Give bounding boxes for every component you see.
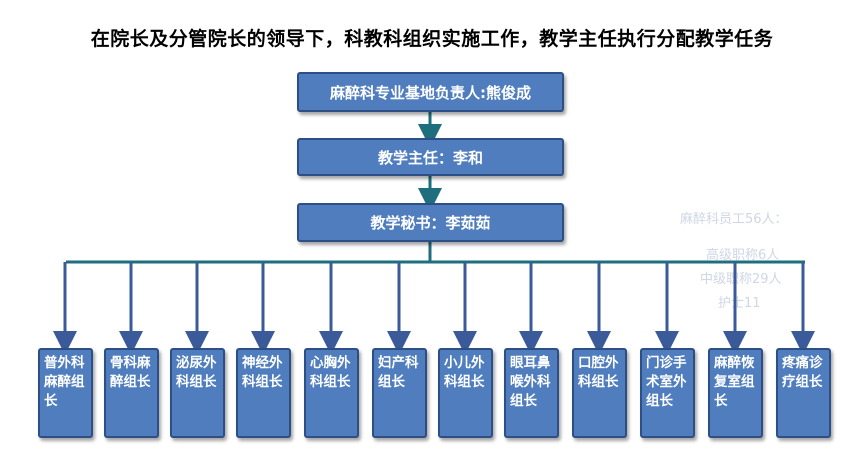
- staff-note-senior: 高级职称6人: [706, 248, 780, 263]
- group-leader-label: 口腔外科组长: [578, 355, 619, 390]
- node-teaching-director-label: 教学主任：李和: [377, 148, 483, 167]
- node-base-head-label: 麻醉科专业基地负责人:熊俊成: [330, 83, 531, 102]
- group-leader-label: 神经外科组长: [242, 355, 283, 390]
- group-leader-box: 麻醉恢复室组长: [708, 348, 763, 438]
- group-leader-label: 泌尿外科组长: [176, 355, 217, 390]
- group-leader-box: 眼耳鼻喉外科组长: [504, 348, 559, 438]
- group-leader-box: 小儿外科组长: [438, 348, 493, 438]
- group-leader-box: 疼痛诊疗组长: [776, 348, 831, 438]
- group-leader-box: 妇产科组长: [372, 348, 427, 438]
- group-leader-label: 眼耳鼻喉外科组长: [510, 355, 551, 409]
- group-leader-label: 麻醉恢复室组长: [714, 355, 755, 409]
- node-base-head: 麻醉科专业基地负责人:熊俊成: [297, 72, 564, 112]
- page-title: 在院长及分管院长的领导下，科教科组织实施工作，教学主任执行分配教学任务: [90, 28, 774, 50]
- group-leader-label: 门诊手术室外组长: [646, 355, 687, 409]
- node-teaching-secretary-label: 教学秘书：李茹茹: [370, 214, 491, 232]
- group-leader-label: 妇产科组长: [378, 355, 419, 390]
- staff-note-nurses: 护士11: [718, 296, 761, 311]
- node-teaching-director: 教学主任：李和: [297, 138, 564, 176]
- group-leader-box: 门诊手术室外组长: [640, 348, 695, 438]
- group-leader-label: 疼痛诊疗组长: [782, 355, 823, 390]
- group-leader-box: 骨科麻醉组长: [104, 348, 159, 438]
- staff-note-intermediate: 中级职称29人: [700, 272, 782, 287]
- group-leader-label: 普外科麻醉组长: [44, 355, 85, 409]
- group-leader-box: 心胸外科组长: [304, 348, 359, 438]
- node-teaching-secretary: 教学秘书：李茹茹: [297, 203, 564, 242]
- group-leader-label: 小儿外科组长: [444, 355, 485, 390]
- group-leader-label: 骨科麻醉组长: [110, 355, 151, 390]
- group-leader-box: 口腔外科组长: [572, 348, 627, 438]
- staff-note-total: 麻醉科员工56人：: [680, 212, 788, 227]
- group-leader-box: 泌尿外科组长: [170, 348, 225, 438]
- group-leader-box: 神经外科组长: [236, 348, 291, 438]
- group-leader-label: 心胸外科组长: [310, 355, 351, 390]
- group-leader-box: 普外科麻醉组长: [38, 348, 93, 438]
